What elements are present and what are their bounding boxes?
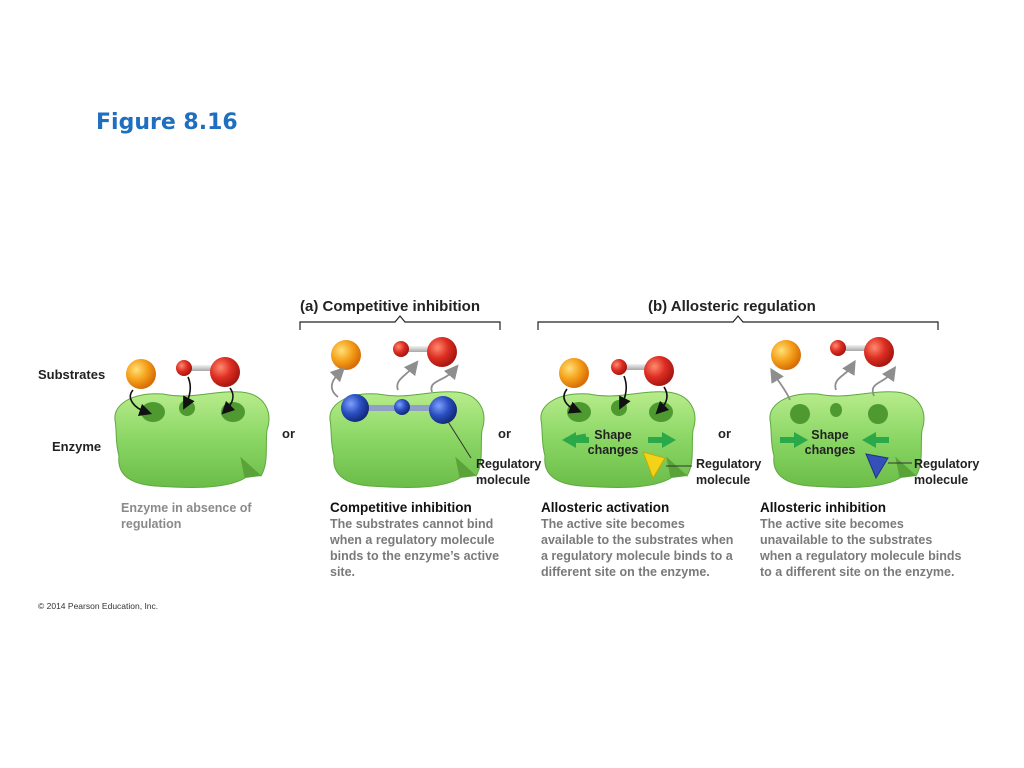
panel-3-substrates [559,356,674,415]
shape-changes-label-activation: Shape changes [587,428,639,457]
caption-body: The active site becomes unavailable to t… [760,517,962,579]
brace-b [537,315,939,330]
caption-title: Allosteric inhibition [760,500,887,515]
panel-4-enzyme [769,391,925,489]
copyright-notice: © 2014 Pearson Education, Inc. [38,601,159,611]
caption-allosteric-activation: Allosteric activation The active site be… [541,500,741,580]
caption-allosteric-inhibition: Allosteric inhibition The active site be… [760,500,965,580]
brace-a [299,315,501,330]
panel-1-enzyme [114,391,270,489]
caption-body: Enzyme in absence of regulation [121,501,252,531]
shape-changes-label-inhibition: Shape changes [804,428,856,457]
caption-no-regulation: Enzyme in absence of regulation [121,500,271,532]
caption-competitive-inhibition: Competitive inhibition The substrates ca… [330,500,510,580]
enzyme-label: Enzyme [52,439,102,454]
regulatory-molecule-label-a: Regulatory molecule [476,457,542,487]
figure-title: Figure 8.16 [96,110,238,135]
heading-allosteric-regulation: (b) Allosteric regulation [648,298,816,315]
regulatory-molecule-label-c: Regulatory molecule [914,457,980,487]
caption-title: Allosteric activation [541,500,670,515]
heading-competitive-inhibition: (a) Competitive inhibition [300,298,480,315]
panel-2-substrates [329,337,459,398]
or-separator-3: or [718,426,731,441]
caption-body: The substrates cannot bind when a regula… [330,517,500,579]
or-separator-2: or [498,426,511,441]
caption-body: The active site becomes available to the… [541,517,734,579]
panel-2-inhibitor [341,394,472,459]
panel-3-arrows [562,432,692,467]
panel-1-substrates [126,357,240,417]
regulatory-molecule-label-b: Regulatory molecule [696,457,762,487]
substrates-label: Substrates [38,367,106,382]
caption-title: Competitive inhibition [330,500,472,515]
panel-4-arrows [780,432,912,464]
or-separator-1: or [282,426,295,441]
panel-4-substrates [770,337,896,401]
